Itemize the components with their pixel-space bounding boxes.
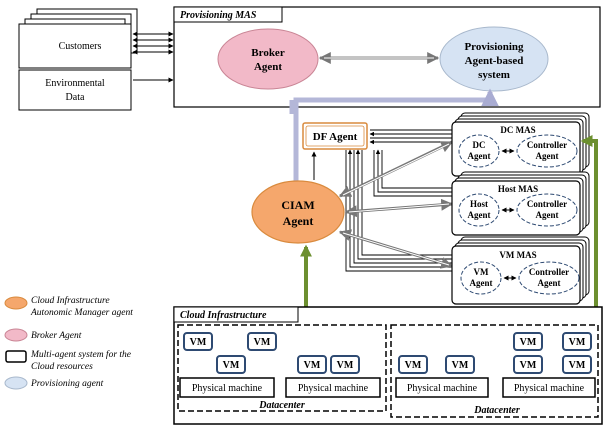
vm-agent-line1: VM: [474, 267, 489, 277]
legend-mas-line1: Multi-agent system for the: [30, 349, 131, 360]
svg-text:VM: VM: [304, 360, 321, 371]
svg-text:VM: VM: [337, 360, 354, 371]
environmental-data-box: Environmental Data: [18, 69, 132, 111]
broker-agent-line2: Agent: [254, 61, 282, 73]
vm-box: VM: [247, 332, 277, 351]
legend-prov: Provisioning agent: [30, 379, 104, 389]
svg-text:VM: VM: [569, 360, 586, 371]
host-agent-line1: Host: [470, 199, 488, 209]
legend-prov-swatch: [4, 376, 28, 390]
vm-box: VM: [297, 355, 327, 374]
datacenter-2: VM VM VM VM VM VM: [390, 324, 599, 418]
broker-agent-line1: Broker: [251, 47, 285, 59]
vm-box: VM: [398, 355, 428, 374]
vm-box: VM: [562, 355, 592, 374]
vm-controller-line2: Agent: [538, 278, 561, 288]
svg-text:VM: VM: [254, 337, 271, 348]
provisioning-line3: system: [478, 69, 510, 81]
host-controller-line1: Controller: [527, 199, 567, 209]
vm-agent-line2: Agent: [470, 278, 493, 288]
svg-text:VM: VM: [520, 337, 537, 348]
host-mas: Host MAS Host Agent Controller Agent: [451, 171, 590, 236]
svg-text:Physical machine: Physical machine: [514, 383, 585, 394]
environmental-data-line1: Environmental: [45, 78, 105, 89]
dc-controller-line1: Controller: [527, 140, 567, 150]
df-agent-label: DF Agent: [313, 131, 358, 143]
dc-agent-line1: DC: [473, 140, 486, 150]
ciam-agent: CIAM Agent: [251, 180, 345, 244]
legend-broker-swatch: [4, 328, 28, 342]
vm-box: VM: [216, 355, 246, 374]
host-mas-title: Host MAS: [498, 184, 538, 194]
legend-broker: Broker Agent: [31, 331, 82, 341]
vm-box: VM: [513, 332, 543, 351]
ciam-agent-line1: CIAM: [281, 198, 314, 212]
legend: Cloud Infrastructure Autonomic Manager a…: [4, 295, 133, 390]
vm-mas-title: VM MAS: [499, 250, 536, 260]
vm-box: VM: [513, 355, 543, 374]
green-arrows: [300, 135, 602, 325]
df-agent: DF Agent: [302, 122, 368, 150]
lavender-arrows: [289, 88, 499, 192]
broker-agent: Broker Agent: [217, 28, 319, 90]
vm-box: VM: [562, 332, 592, 351]
customers-stack: Customers: [18, 8, 138, 69]
vm-controller-line1: Controller: [529, 267, 569, 277]
cloud-infrastructure-container: Cloud Infrastructure VM VM VM VM V: [173, 306, 603, 425]
cloud-infrastructure-title: Cloud Infrastructure: [180, 310, 267, 321]
datacenter-1-label: Datacenter: [258, 400, 305, 411]
provisioning-mas-title: Provisioning MAS: [180, 10, 257, 21]
host-agent-line2: Agent: [468, 210, 491, 220]
svg-text:VM: VM: [569, 337, 586, 348]
svg-text:VM: VM: [520, 360, 537, 371]
customers-label: Customers: [59, 41, 102, 52]
legend-ciam-swatch: [4, 296, 28, 310]
dc-agent-line2: Agent: [468, 151, 491, 161]
svg-text:Physical machine: Physical machine: [192, 383, 263, 394]
ciam-mas-arrows: [338, 140, 454, 269]
svg-text:VM: VM: [452, 360, 469, 371]
physical-machine: Physical machine: [502, 377, 596, 398]
dc-mas: DC MAS DC Agent Controller Agent: [451, 112, 590, 177]
vm-box: VM: [330, 355, 360, 374]
ciam-agent-line2: Agent: [283, 214, 314, 228]
legend-mas-swatch: [5, 350, 27, 363]
physical-machine: Physical machine: [179, 377, 275, 398]
vm-mas: VM MAS VM Agent Controller Agent: [451, 236, 590, 305]
datacenter-1: VM VM VM VM VM Physical machine: [177, 324, 387, 412]
customer-arrows: [132, 31, 174, 83]
dc-mas-title: DC MAS: [500, 125, 535, 135]
provisioning-agent: Provisioning Agent-based system: [439, 26, 549, 92]
physical-machine: Physical machine: [285, 377, 381, 398]
physical-machine: Physical machine: [395, 377, 489, 398]
dc-controller-line2: Agent: [536, 151, 559, 161]
svg-text:Physical machine: Physical machine: [407, 383, 478, 394]
svg-text:VM: VM: [405, 360, 422, 371]
vm-box: VM: [183, 332, 213, 351]
provisioning-line2: Agent-based: [465, 55, 524, 67]
provisioning-line1: Provisioning: [464, 41, 524, 53]
legend-ciam-line1: Cloud Infrastructure: [31, 295, 110, 306]
host-controller-line2: Agent: [536, 210, 559, 220]
svg-text:VM: VM: [223, 360, 240, 371]
svg-text:Physical machine: Physical machine: [298, 383, 369, 394]
vm-box: VM: [445, 355, 475, 374]
legend-ciam-line2: Autonomic Manager agent: [30, 308, 133, 318]
datacenter-2-label: Datacenter: [473, 405, 520, 416]
legend-mas-line2: Cloud resources: [31, 362, 93, 372]
environmental-data-line2: Data: [66, 92, 85, 103]
svg-text:VM: VM: [190, 337, 207, 348]
